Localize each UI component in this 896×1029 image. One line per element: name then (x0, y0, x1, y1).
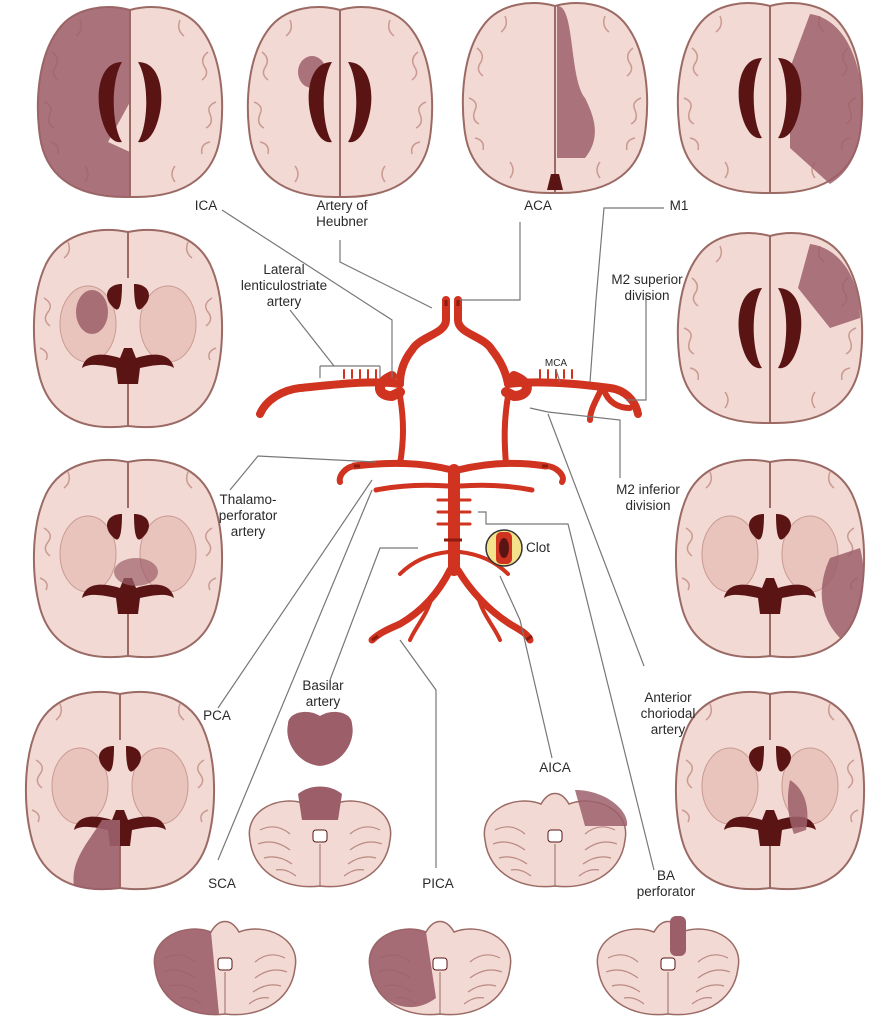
brain-slice-anterior-choroidal (674, 690, 866, 891)
vertebral-right (454, 566, 534, 644)
label-lateral-lenticulostriate: Lateral lenticulostriate artery (240, 262, 328, 309)
label-pica: PICA (422, 876, 454, 891)
label-m2-superior: M2 superior division (611, 272, 683, 303)
aca-right (454, 296, 512, 388)
label-mca: MCA (544, 358, 568, 369)
brain-slice-aca (461, 2, 649, 194)
pica-left (408, 594, 434, 642)
stem-slice-ba-perforator (596, 916, 740, 1016)
stem-slice-aica (483, 790, 628, 888)
vertebral-left (368, 566, 454, 644)
pca-left (350, 459, 456, 474)
brain-slice-ica (36, 6, 224, 198)
brain-slice-lenticulostriate (32, 228, 224, 429)
label-thalamoperforator: Thalamo- perforator artery (218, 492, 278, 539)
ica-left (375, 371, 405, 401)
label-clot: Clot (526, 540, 551, 555)
leader-lines (217, 207, 664, 871)
brain-slice-heubner (246, 6, 434, 198)
aca-left (396, 296, 450, 388)
brain-slice-m2-inferior (674, 458, 866, 659)
label-artery-of-heubner: Artery of Heubner (316, 198, 368, 229)
basilar-territory (287, 711, 353, 766)
label-ba-perforator: BA perforator (636, 868, 696, 899)
aica-left (398, 550, 450, 576)
pcomm-right (501, 393, 511, 467)
sca-right (457, 482, 535, 493)
brain-slice-pca (24, 690, 216, 891)
brain-slice-m2-superior (676, 232, 864, 424)
pcomm-left (397, 393, 406, 467)
stem-slice-basilar (248, 786, 392, 888)
label-m1: M1 (669, 198, 689, 213)
label-basilar-artery: Basilar artery (302, 678, 344, 709)
brain-slice-m1 (676, 2, 864, 194)
brain-slice-thalamoperforator (32, 458, 224, 659)
mca-right (504, 378, 642, 418)
pca-right (454, 459, 550, 474)
ica-right (501, 371, 532, 401)
label-pca: PCA (203, 708, 231, 723)
arterial-shading (354, 300, 548, 642)
aica-right (458, 550, 510, 576)
label-ica: ICA (194, 198, 218, 213)
sca-left (373, 482, 451, 493)
stem-slice-sca (153, 920, 297, 1016)
clot-magnifier-icon (485, 529, 523, 567)
stem-slice-pica (368, 920, 512, 1016)
label-aca: ACA (524, 198, 552, 213)
label-anterior-choroidal: Anterior choriodal artery (640, 690, 696, 737)
arterial-tree (256, 296, 642, 644)
pica-right (476, 594, 502, 642)
label-aica: AICA (539, 760, 571, 775)
label-sca: SCA (208, 876, 236, 891)
label-m2-inferior: M2 inferior division (616, 482, 680, 513)
